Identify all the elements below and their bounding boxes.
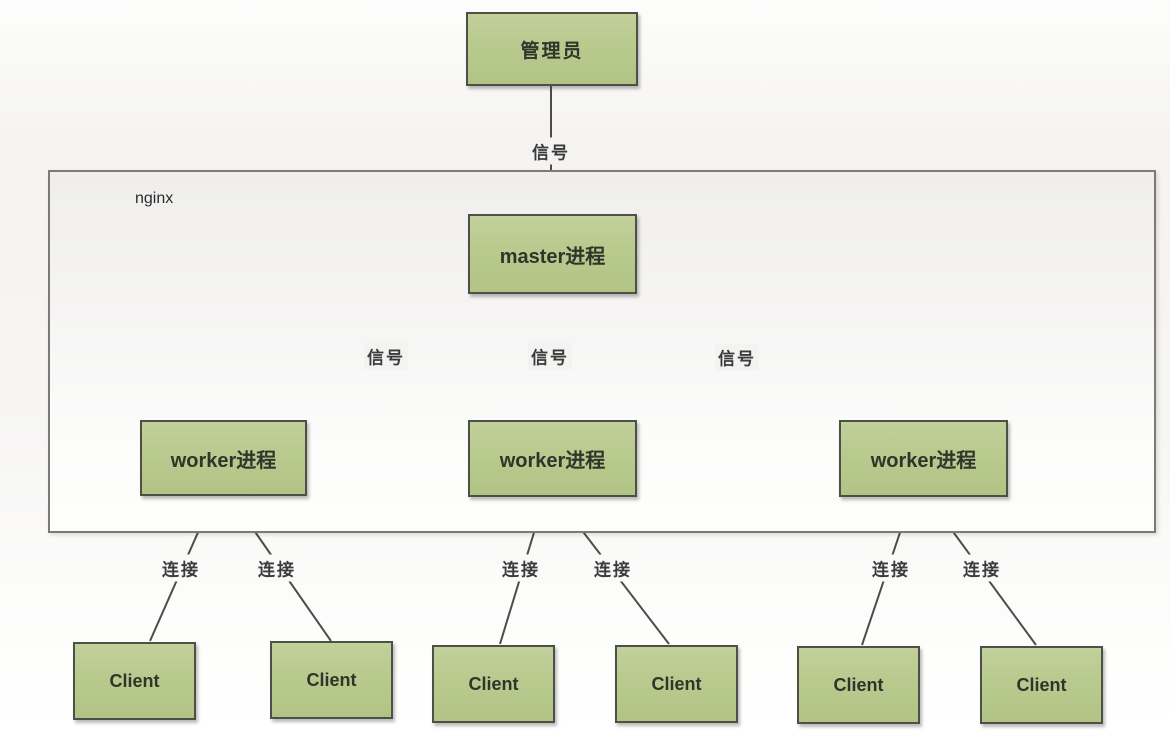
edge-label-signal-worker1: 信号: [364, 342, 408, 370]
edge-label-connection-5: 连接: [869, 554, 913, 582]
edge-label-signal-admin: 信号: [529, 137, 573, 165]
node-master-process: master进程: [468, 214, 637, 294]
node-client-3: Client: [432, 645, 555, 723]
node-client-2: Client: [270, 641, 393, 719]
node-worker-process-3: worker进程: [839, 420, 1008, 497]
node-client-6: Client: [980, 646, 1103, 724]
edge-label-connection-6: 连接: [960, 554, 1004, 582]
node-client-5: Client: [797, 646, 920, 724]
edge-label-signal-worker3: 信号: [715, 343, 759, 371]
node-worker-process-1: worker进程: [140, 420, 307, 496]
edge-label-connection-1: 连接: [159, 554, 203, 582]
node-client-1: Client: [73, 642, 196, 720]
node-worker-process-2: worker进程: [468, 420, 637, 497]
edge-label-connection-4: 连接: [591, 554, 635, 582]
node-client-4: Client: [615, 645, 738, 723]
edge-label-signal-worker2: 信号: [528, 342, 572, 370]
nginx-group-label: nginx: [135, 190, 174, 207]
node-admin: 管理员: [466, 12, 638, 86]
edge-label-connection-2: 连接: [255, 554, 299, 582]
edge-label-connection-3: 连接: [499, 554, 543, 582]
